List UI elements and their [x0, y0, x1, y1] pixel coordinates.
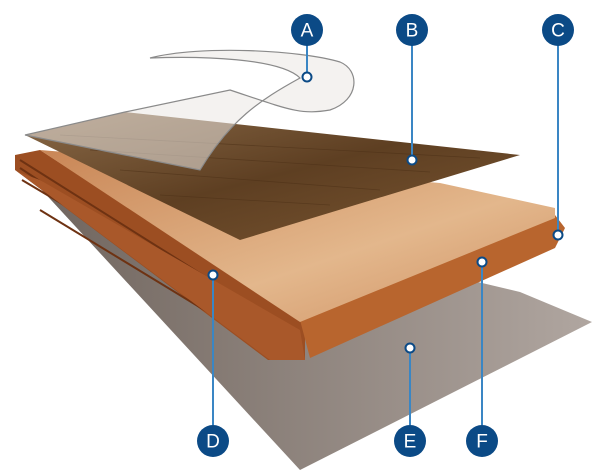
- callout-b-label: B: [406, 21, 419, 42]
- callout-c-label: C: [551, 21, 565, 42]
- callout-a: A: [291, 14, 323, 46]
- callout-b: B: [396, 14, 428, 46]
- callout-a-label: A: [301, 21, 314, 42]
- core-end-face-lower: [18, 172, 305, 360]
- callout-c: C: [542, 14, 574, 46]
- callout-dots: [207, 71, 564, 354]
- leader-lines: [212, 45, 559, 425]
- callout-f-label: F: [476, 432, 488, 453]
- callout-d-label: D: [206, 432, 220, 453]
- overlay-sheet: [24, 49, 355, 171]
- callout-d: D: [197, 425, 229, 457]
- callout-f: F: [466, 425, 498, 457]
- core-front-face: [300, 215, 565, 358]
- callout-e: E: [394, 425, 426, 457]
- callout-e-label: E: [404, 432, 417, 453]
